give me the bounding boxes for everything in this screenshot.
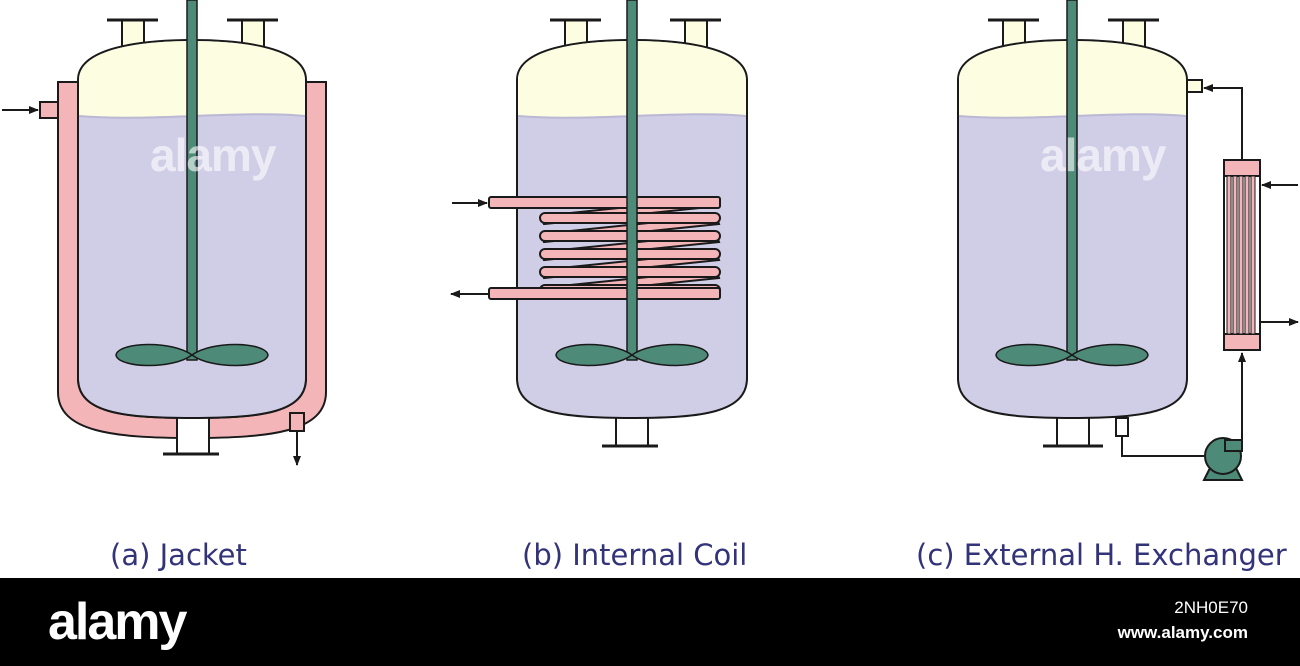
recirculation-outlet	[1115, 417, 1129, 437]
reactor-diagram	[2, 0, 1299, 481]
propeller-impeller-icon	[995, 343, 1149, 367]
watermark-text: alamy	[150, 129, 276, 181]
recirculation-line-to-pump	[1121, 436, 1204, 457]
alamy-logo: alamy	[48, 593, 187, 651]
watermark-url: www.alamy.com	[1117, 623, 1248, 642]
coil-outlet-pipe	[488, 287, 721, 300]
return-line-to-vessel	[1203, 84, 1243, 160]
coil-inlet-pipe	[488, 196, 721, 209]
internal-coil-reactor	[450, 0, 748, 448]
propeller-impeller-icon	[555, 343, 709, 367]
image-id: 2NH0E70	[1174, 598, 1248, 617]
caption-internal-coil: (b) Internal Coil	[522, 538, 748, 572]
jacket-outlet-nozzle	[289, 412, 305, 432]
caption-external-exchanger: (c) External H. Exchanger	[916, 538, 1287, 572]
recirculation-inlet	[1185, 79, 1203, 93]
watermark-text: alamy	[1040, 129, 1166, 181]
jacketed-reactor	[2, 0, 327, 466]
agitator-shaft	[1066, 0, 1078, 361]
watermark-footer: alamy 2NH0E70 www.alamy.com	[0, 578, 1300, 666]
agitator-shaft	[626, 0, 638, 361]
shell-and-tube-exchanger	[1223, 159, 1261, 351]
caption-jacket: (a) Jacket	[110, 538, 247, 572]
centrifugal-pump-icon	[1202, 437, 1244, 481]
propeller-impeller-icon	[115, 343, 269, 367]
jacket-inlet-nozzle	[39, 101, 59, 119]
external-exchanger-reactor	[957, 0, 1299, 481]
agitator-shaft	[186, 0, 198, 361]
